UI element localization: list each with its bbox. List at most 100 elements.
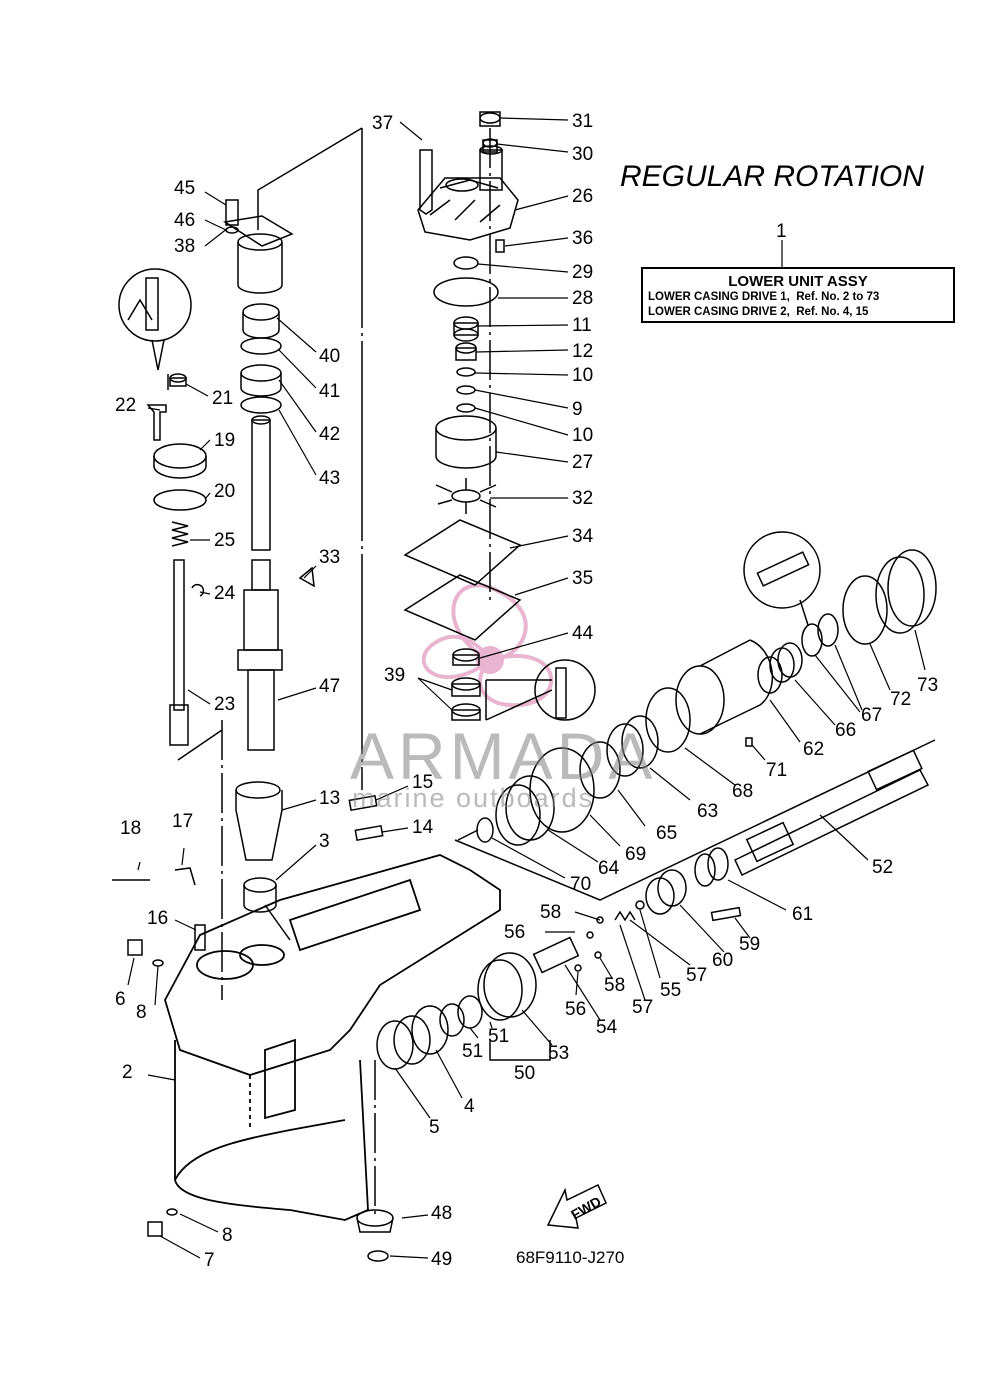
propeller-shaft-52 <box>734 749 930 877</box>
callout-68: 68 <box>732 781 754 802</box>
callout-32: 32 <box>572 488 594 509</box>
ball-56a <box>574 964 582 972</box>
bearing-65 <box>579 741 621 799</box>
spring-25 <box>171 521 189 547</box>
gasket-28 <box>433 277 499 307</box>
callout-19: 19 <box>214 430 236 451</box>
callout-58b: 58 <box>604 975 626 996</box>
assembly-row: LOWER CASING DRIVE 1, Ref. No. 2 to 73 <box>648 291 880 303</box>
spacer-14 <box>354 824 384 842</box>
callout-20: 20 <box>214 481 236 502</box>
callout-25: 25 <box>214 530 236 551</box>
callout-58a: 58 <box>540 902 562 923</box>
callout-59: 59 <box>739 934 761 955</box>
callout-6: 6 <box>115 989 126 1010</box>
callout-66: 66 <box>835 720 857 741</box>
spring-61 <box>694 847 729 887</box>
callout-10a: 10 <box>572 365 594 386</box>
page-title: REGULAR ROTATION <box>620 160 924 193</box>
callout-9: 9 <box>572 399 583 420</box>
callout-51a: 51 <box>462 1041 484 1062</box>
callout-60: 60 <box>712 950 734 971</box>
bolt-45 <box>225 199 239 226</box>
o-ring-29 <box>453 256 479 270</box>
drive-shaft-47 <box>237 559 283 751</box>
callout-16: 16 <box>147 908 169 929</box>
callout-34: 34 <box>572 526 594 547</box>
callout-54: 54 <box>596 1017 618 1038</box>
callout-72: 72 <box>890 689 912 710</box>
callout-70: 70 <box>570 874 592 895</box>
callout-44: 44 <box>572 623 594 644</box>
callout-37: 37 <box>372 113 394 134</box>
water-pump-housing <box>417 145 519 241</box>
callout-51b: 51 <box>488 1026 510 1047</box>
guide-line <box>457 829 479 841</box>
callout-28: 28 <box>572 288 594 309</box>
bearing-63 <box>606 715 659 777</box>
callout-49: 49 <box>431 1249 453 1270</box>
callout-13: 13 <box>319 788 341 809</box>
assembly-info-box: LOWER UNIT ASSY LOWER CASING DRIVE 1, Re… <box>641 267 955 323</box>
callout-43: 43 <box>319 468 341 489</box>
key-33 <box>298 566 315 588</box>
diagram-code: 68F9110-J270 <box>516 1248 625 1267</box>
callout-29: 29 <box>572 262 594 283</box>
callout-10b: 10 <box>572 425 594 446</box>
assembly-heading: LOWER UNIT ASSY <box>728 273 868 290</box>
shift-rod-23 <box>169 559 189 746</box>
callout-26: 26 <box>572 186 594 207</box>
shift-plunger-54 <box>532 936 580 974</box>
assembly-row: LOWER CASING DRIVE 2, Ref. No. 4, 15 <box>648 306 869 318</box>
callout-67: 67 <box>861 705 883 726</box>
bearing-51 <box>439 995 483 1037</box>
gear-64 <box>495 775 555 846</box>
shim-70 <box>476 817 494 843</box>
clutch-60 <box>645 869 687 915</box>
callout-69: 69 <box>625 844 647 865</box>
callout-57a: 57 <box>632 997 654 1018</box>
o-ring-68 <box>645 687 691 753</box>
callout-39: 39 <box>384 665 406 686</box>
callout-7: 7 <box>204 1250 215 1271</box>
ball-58a <box>596 916 604 924</box>
washer-8a <box>152 959 164 967</box>
impeller-housing-27 <box>435 415 497 469</box>
guide-line <box>177 729 223 761</box>
bolt-16 <box>194 924 206 951</box>
callout-12: 12 <box>572 341 594 362</box>
guide-line <box>454 739 936 901</box>
callout-46: 46 <box>174 210 196 231</box>
bolt-22 <box>146 404 167 441</box>
washer-72 <box>842 575 888 645</box>
callout-5: 5 <box>429 1117 440 1138</box>
callout-71: 71 <box>766 760 788 781</box>
bearing-66 <box>769 642 803 683</box>
bolt-7 <box>147 1221 163 1237</box>
callout-56a: 56 <box>565 999 587 1020</box>
callout-22: 22 <box>115 395 137 416</box>
callout-41: 41 <box>319 381 341 402</box>
pin-17 <box>174 867 196 886</box>
pin-59 <box>710 906 742 922</box>
washer-9 <box>456 385 476 395</box>
plate-34 <box>403 519 522 586</box>
callout-40: 40 <box>319 346 341 367</box>
callout-47: 47 <box>319 676 341 697</box>
fwd-arrow <box>546 1183 607 1229</box>
o-ring-20 <box>153 489 207 511</box>
callout-56b: 56 <box>504 922 526 943</box>
seal-44 <box>452 648 480 666</box>
detail-bubble-cc-right <box>534 659 596 721</box>
callout-17: 17 <box>172 811 194 832</box>
leader-lines <box>127 117 926 1259</box>
washer-8b <box>166 1208 178 1216</box>
lower-casing <box>164 854 501 1221</box>
seal-11 <box>453 316 479 342</box>
ring-nut-73 <box>875 549 937 634</box>
callout-38: 38 <box>174 236 196 257</box>
drive-shaft-upper <box>251 415 271 551</box>
callout-31: 31 <box>572 111 594 132</box>
callout-64: 64 <box>598 858 620 879</box>
